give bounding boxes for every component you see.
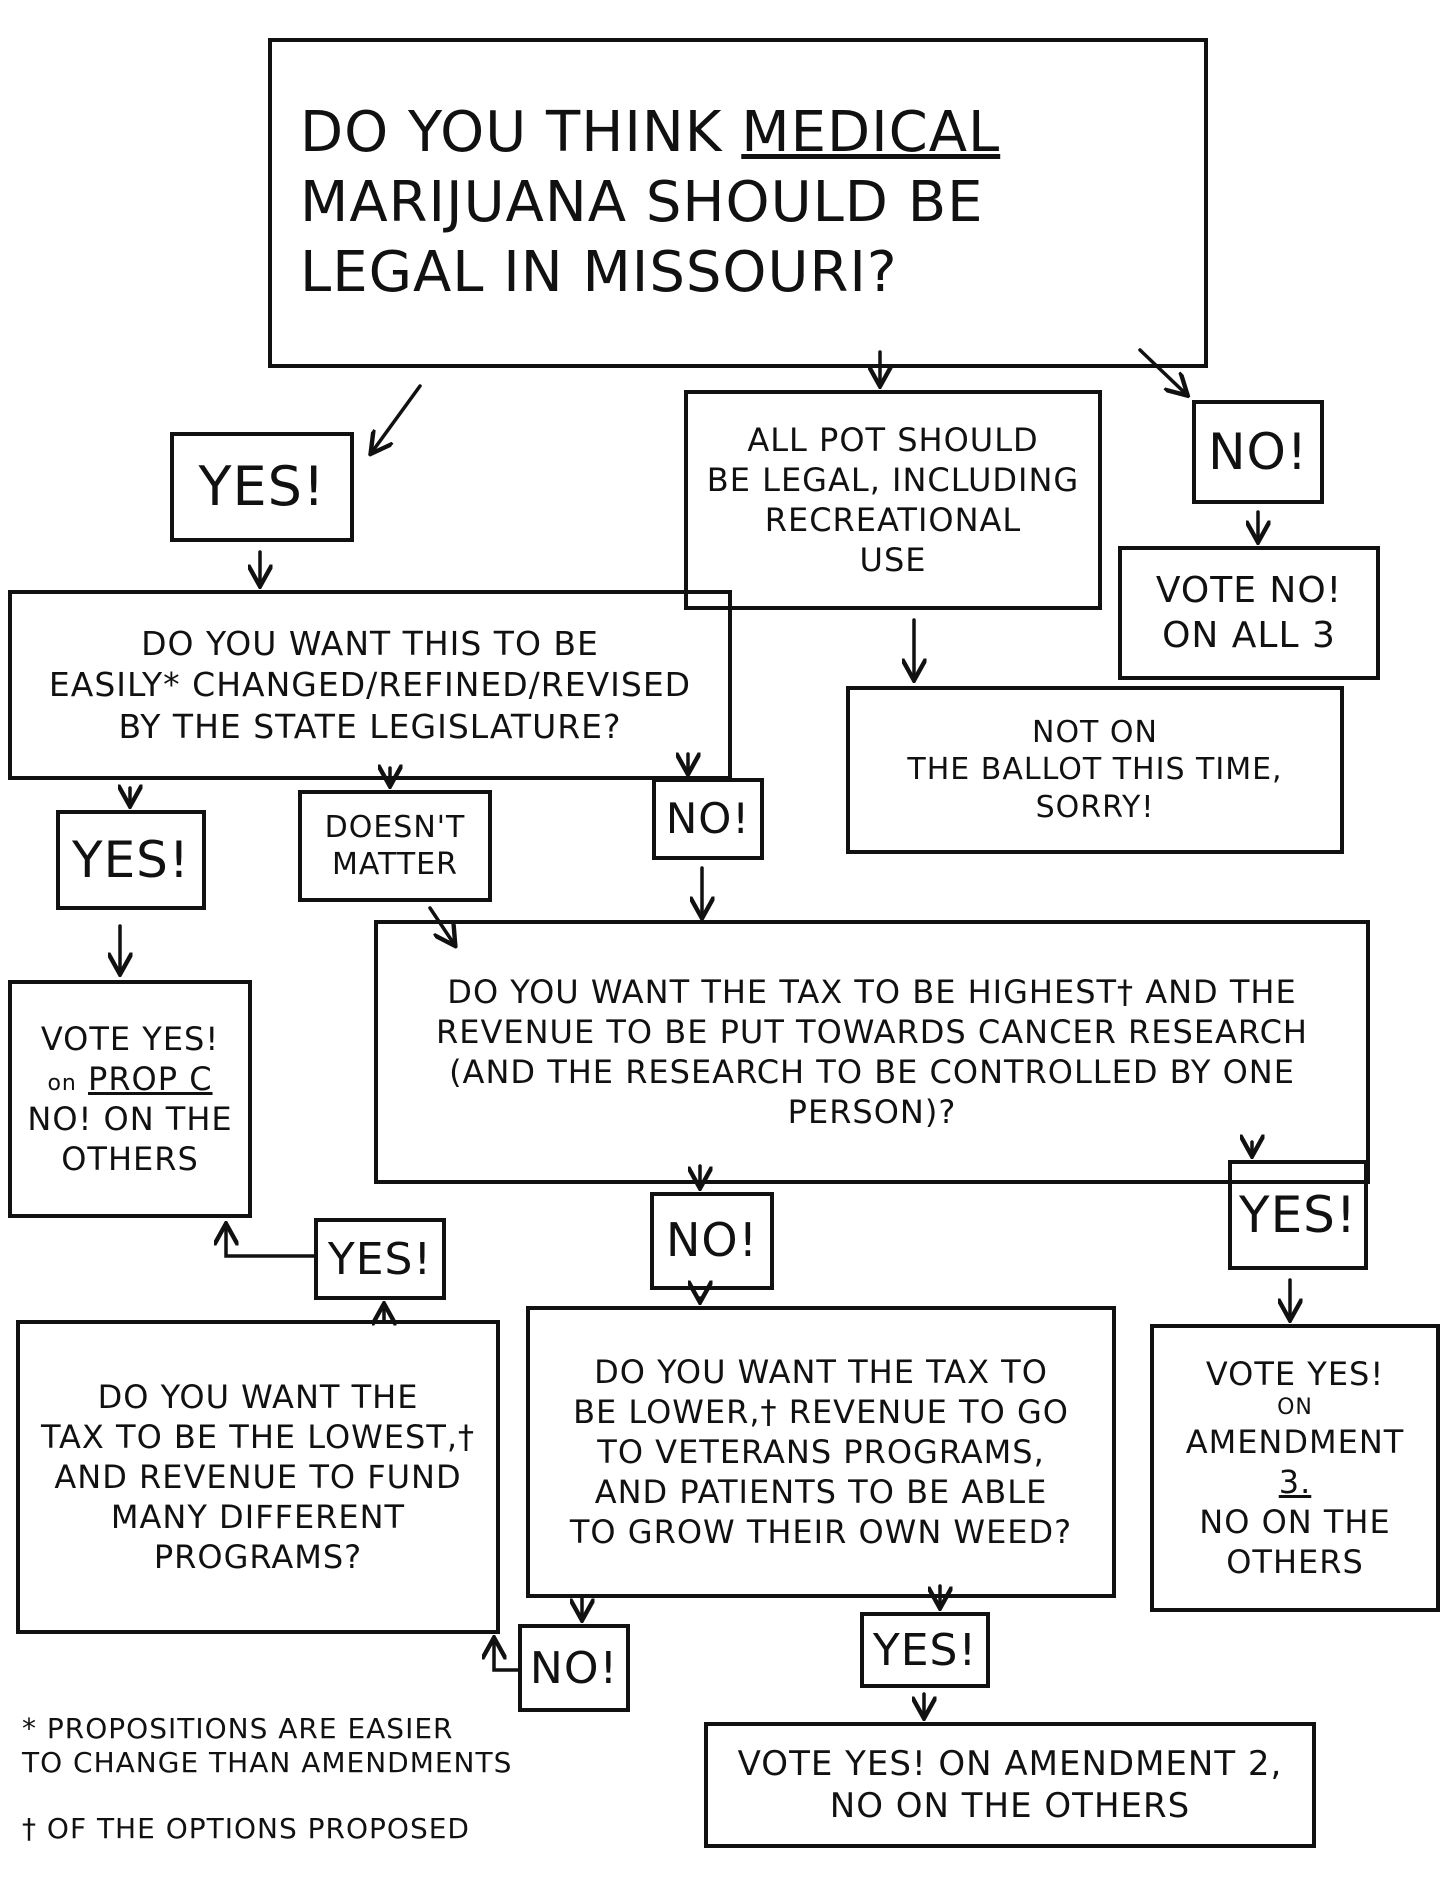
tax-lower-question-box: Do you want the tax to be lower,† revenu… — [526, 1306, 1116, 1598]
yes-box-1-label: Yes! — [198, 455, 326, 519]
easily-changed-question-box: Do you want this to be easily* changed/r… — [8, 590, 732, 780]
easily-changed-question-text: Do you want this to be easily* changed/r… — [48, 624, 692, 746]
vote-amend-3-line1: Vote Yes! — [1205, 1355, 1385, 1394]
no-box-1-label: No! — [1208, 422, 1308, 481]
no-box-1: No! — [1192, 400, 1324, 504]
doesnt-matter-text: Doesn't matter — [324, 809, 466, 883]
main-question-emphasis: medical — [741, 100, 1001, 165]
yes-box-1: Yes! — [170, 432, 354, 542]
vote-prop-c-line2: on Prop C — [47, 1059, 212, 1099]
arrow-doesnt-to-tax-highest — [428, 906, 454, 944]
yes-box-3: Yes! — [1228, 1160, 1368, 1270]
yes-box-2: Yes! — [56, 810, 206, 910]
vote-amendment-2-box: Vote Yes! on Amendment 2, no on the othe… — [704, 1722, 1316, 1848]
not-on-ballot-text: Not on the ballot this time, sorry! — [907, 714, 1283, 825]
no-box-2: No! — [652, 778, 764, 860]
doesnt-matter-box: Doesn't matter — [298, 790, 492, 902]
tax-highest-question-box: Do you want the tax to be highest† and t… — [374, 920, 1370, 1184]
amendment-3-number: 3. — [1278, 1462, 1312, 1501]
tax-highest-question-text: Do you want the tax to be highest† and t… — [436, 973, 1308, 1131]
vote-prop-c-on: on — [47, 1071, 77, 1096]
vote-amendment-3-box: Vote Yes! on Amendment 3. No on the othe… — [1150, 1324, 1440, 1612]
all-pot-legal-box: All pot should be legal, including recre… — [684, 390, 1102, 610]
arrow-no4-to-tax-lowest — [494, 1640, 520, 1672]
vote-no-all-text: Vote No! on all 3 — [1155, 570, 1343, 656]
vote-amendment-2-text: Vote Yes! on Amendment 2, no on the othe… — [737, 1743, 1283, 1827]
footnote-asterisk: * Propositions are easier to change than… — [22, 1712, 513, 1779]
no-box-4-label: No! — [529, 1642, 619, 1694]
vote-no-all-box: Vote No! on all 3 — [1118, 546, 1380, 680]
main-question-pre: Do you think — [300, 100, 742, 165]
vote-prop-c-line3: No! on the others — [27, 1100, 233, 1178]
vote-amend-3-line2: Amendment — [1185, 1422, 1405, 1461]
tax-lowest-question-text: Do you want the tax to be the lowest,† a… — [40, 1378, 476, 1576]
arrow-yes4-to-prop-c — [226, 1226, 316, 1258]
yes-box-5-label: Yes! — [872, 1624, 978, 1676]
main-question-text: Do you think medical marijuana should be… — [300, 98, 1000, 308]
arrow-main-to-no — [1138, 348, 1186, 394]
no-box-2-label: No! — [665, 793, 751, 843]
tax-lowest-question-box: Do you want the tax to be the lowest,† a… — [16, 1320, 500, 1634]
all-pot-legal-text: All pot should be legal, including recre… — [706, 421, 1080, 579]
no-box-3-label: No! — [665, 1213, 759, 1268]
yes-box-5: Yes! — [860, 1612, 990, 1688]
vote-amend-3-line3: No on the others — [1199, 1502, 1391, 1581]
yes-box-3-label: Yes! — [1239, 1185, 1357, 1244]
vote-prop-c-box: Vote Yes! on Prop C No! on the others — [8, 980, 252, 1218]
vote-prop-c-line1: Vote Yes! — [40, 1020, 220, 1058]
main-question-post: marijuana should be legal in Missouri? — [300, 170, 984, 305]
yes-box-4-label: Yes! — [327, 1233, 433, 1285]
vote-amend-3-on: on — [1277, 1395, 1313, 1421]
not-on-ballot-box: Not on the ballot this time, sorry! — [846, 686, 1344, 854]
arrow-main-to-yes — [372, 384, 422, 452]
prop-c-label: Prop C — [88, 1060, 213, 1098]
main-question-box: Do you think medical marijuana should be… — [268, 38, 1208, 368]
yes-box-2-label: Yes! — [72, 830, 190, 889]
tax-lower-question-text: Do you want the tax to be lower,† revenu… — [569, 1353, 1073, 1551]
yes-box-4: Yes! — [314, 1218, 446, 1300]
footnote-dagger: † of the options proposed — [22, 1812, 470, 1845]
no-box-4: No! — [518, 1624, 630, 1712]
